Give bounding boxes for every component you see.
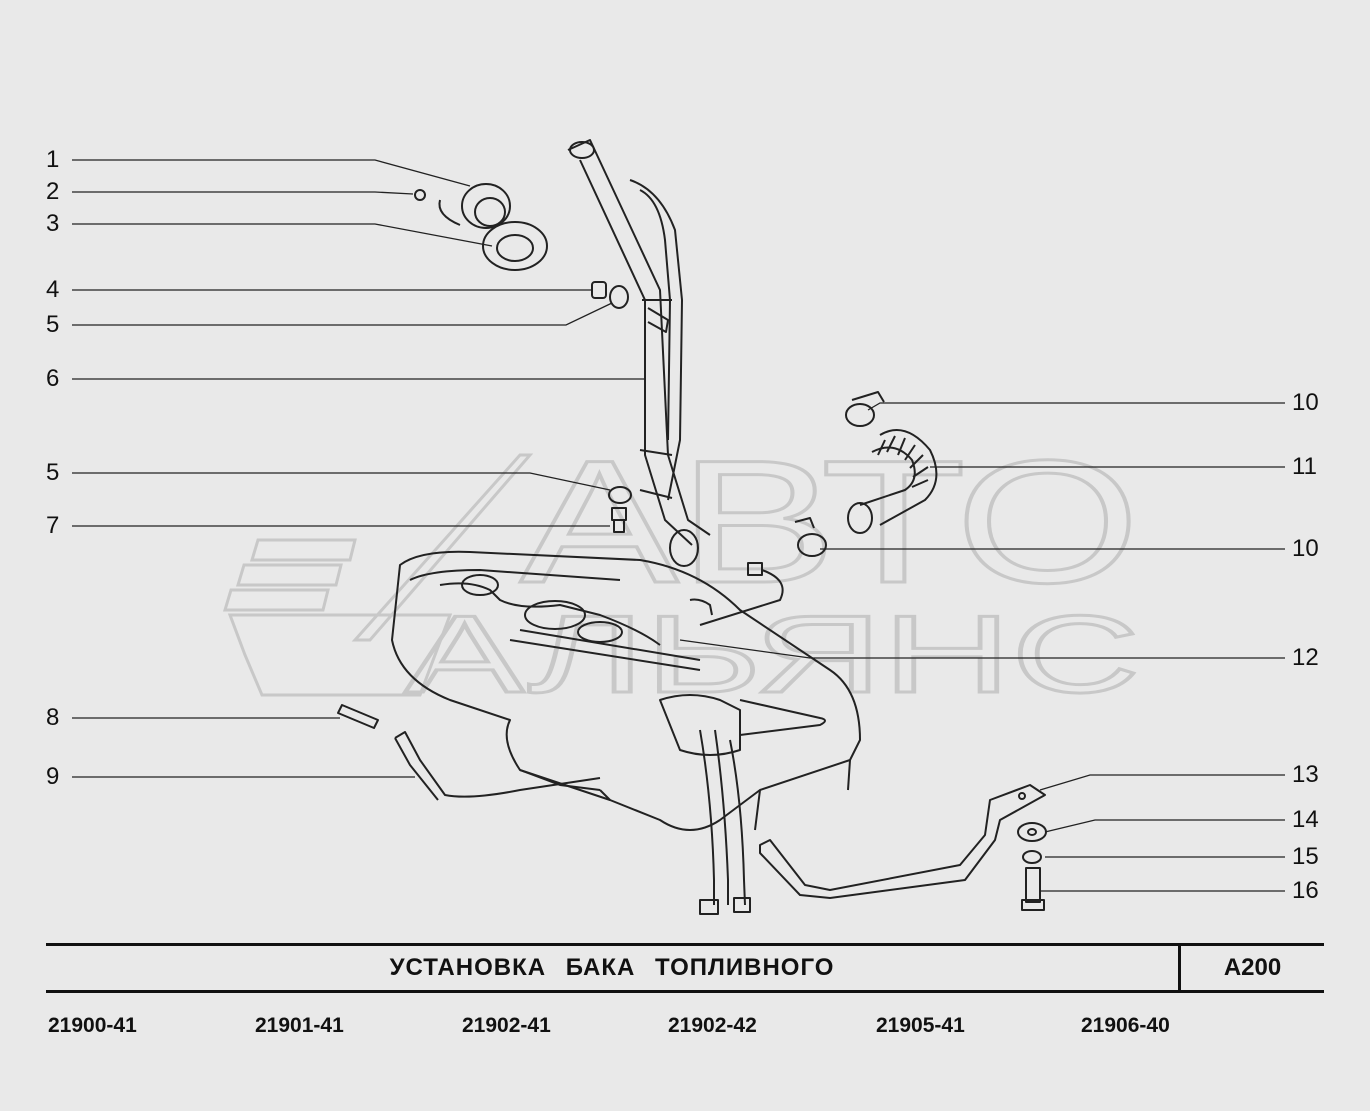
- fuel-tank: [391, 550, 861, 831]
- washer-14: [1017, 822, 1047, 842]
- fuel-tank-diagram: АВТО АЛЬЯНС: [72, 139, 1285, 915]
- pin-8: [337, 704, 379, 729]
- callout-left-2: 2: [46, 178, 60, 205]
- callout-right-12: 12: [1292, 644, 1319, 671]
- hose-clamp-upper: [845, 391, 885, 427]
- vent-hose: [847, 429, 938, 534]
- callout-right-16: 16: [1292, 877, 1319, 904]
- washer-5: [609, 285, 629, 309]
- callout-left-5: 5: [46, 311, 60, 338]
- callout-right-11: 11: [1292, 453, 1317, 480]
- hose-clamp-lower: [794, 517, 827, 557]
- callout-right-10: 10: [1292, 535, 1319, 562]
- model-code-1: 21900-41: [48, 1014, 137, 1037]
- model-code-3: 21902-41: [462, 1014, 551, 1037]
- nut-4: [591, 281, 607, 299]
- tank-strap-right: [759, 784, 1046, 899]
- title-divider: [1178, 946, 1181, 990]
- nut-15: [1022, 850, 1042, 864]
- filler-neck: [567, 139, 711, 567]
- drawing-title: УСТАНОВКА БАКА ТОПЛИВНОГО: [389, 954, 835, 981]
- callout-left-4: 4: [46, 276, 60, 303]
- fuel-cap: [438, 183, 511, 229]
- model-code-4: 21902-42: [668, 1014, 757, 1037]
- callout-left-3: 3: [46, 210, 60, 237]
- callout-right-10: 10: [1292, 389, 1319, 416]
- watermark-line2: АЛЬЯНС: [405, 593, 1140, 716]
- washer-5b: [608, 486, 632, 504]
- fuel-lines: [699, 729, 751, 915]
- callout-right-15: 15: [1292, 843, 1319, 870]
- sensor-harness: [699, 562, 784, 626]
- bolt-16: [1021, 867, 1045, 911]
- callout-left-9: 9: [46, 763, 60, 790]
- callout-right-13: 13: [1292, 761, 1319, 788]
- parts-drawing: [337, 139, 1047, 915]
- drawing-code: A200: [1223, 954, 1282, 981]
- washer-14-hole: [1027, 828, 1037, 836]
- model-code-6: 21906-40: [1081, 1014, 1170, 1037]
- callout-left-8: 8: [46, 704, 60, 731]
- cap-cord-ring: [414, 189, 426, 201]
- leader-lines: [72, 159, 1285, 892]
- callout-right-14: 14: [1292, 806, 1319, 833]
- filler-grommet: [482, 221, 548, 271]
- model-code-5: 21905-41: [876, 1014, 965, 1037]
- watermark-line1: АВТО: [520, 425, 1140, 620]
- title-block: УСТАНОВКА БАКА ТОПЛИВНОГО A200: [46, 943, 1324, 993]
- watermark-logo: [222, 453, 534, 697]
- bolt-7: [611, 507, 627, 533]
- callout-left-5: 5: [46, 459, 60, 486]
- watermark-text: АВТО АЛЬЯНС: [404, 424, 1142, 718]
- model-code-2: 21901-41: [255, 1014, 344, 1037]
- callout-left-1: 1: [46, 146, 60, 173]
- tank-strap-left: [394, 731, 601, 801]
- callout-left-6: 6: [46, 365, 60, 392]
- callout-left-7: 7: [46, 512, 60, 539]
